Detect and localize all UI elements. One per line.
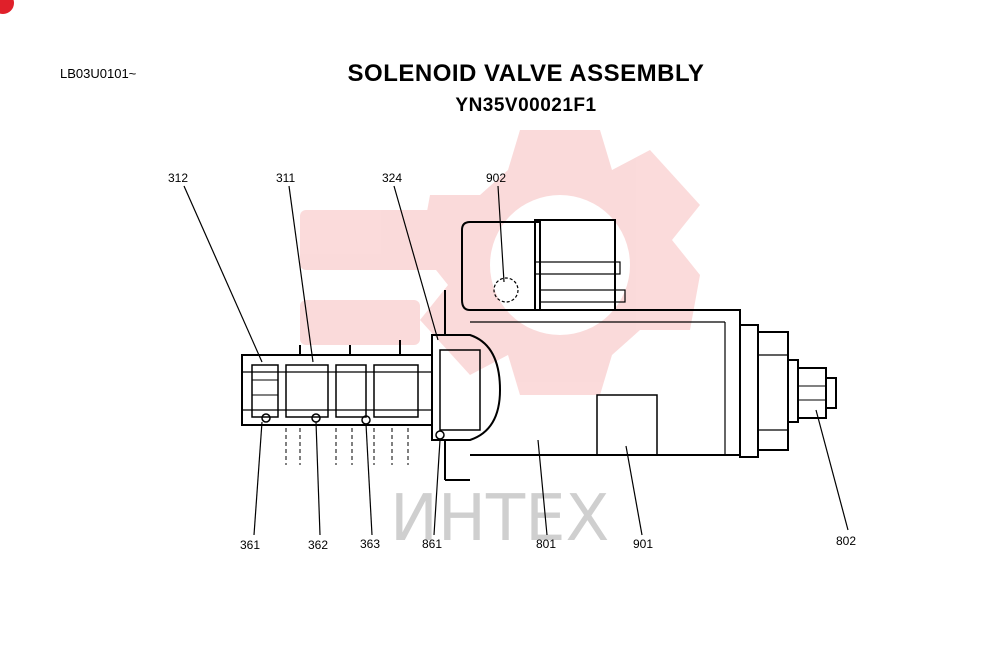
label-801: 801 (536, 537, 556, 551)
label-311: 311 (276, 171, 295, 185)
label-861: 861 (422, 537, 442, 551)
label-902: 902 (486, 171, 506, 185)
label-362: 362 (308, 538, 328, 552)
leader-lines (183, 185, 849, 536)
corner-badge (0, 0, 14, 14)
part-number: YN35V00021F1 (455, 95, 597, 116)
label-802: 802 (836, 534, 856, 548)
label-312: 312 (168, 171, 188, 185)
label-363: 363 (360, 537, 380, 551)
valve-body (241, 219, 837, 481)
label-324: 324 (382, 171, 402, 185)
watermark-text: ИНТЕХ (390, 482, 609, 556)
page-title: SOLENOID VALVE ASSEMBLY (347, 60, 705, 87)
label-361: 361 (240, 538, 260, 552)
serial-number: LB03U0101~ (60, 66, 137, 81)
label-901: 901 (633, 537, 653, 551)
watermark-logo (300, 130, 700, 395)
